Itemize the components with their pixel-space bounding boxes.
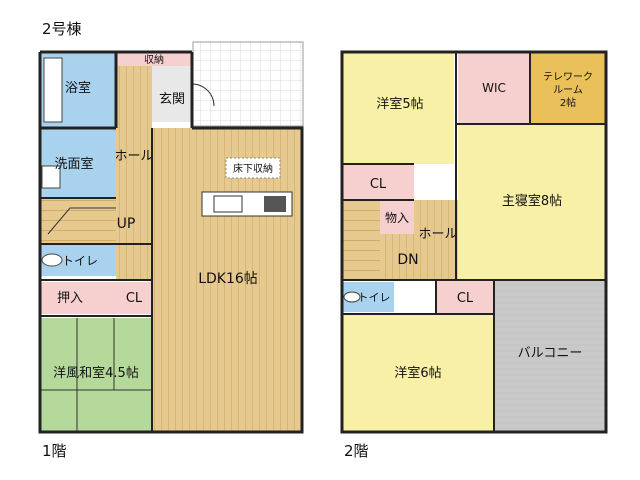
floor2-plan: 洋室5帖 WIC テレワーク ルーム 2帖 CL 主寝室8帖 物入 ホール DN… [340, 50, 608, 460]
room-label-hall-1f-1: ホール [114, 149, 153, 164]
hall-1f [116, 66, 152, 280]
cl-1f [116, 282, 152, 314]
hall-2f-lower [380, 234, 414, 280]
room-label-washroom: 洗面室 [54, 156, 93, 172]
stairs-1f [40, 198, 116, 244]
building-title: 2号棟 [42, 20, 82, 38]
stairs-up-label: UP [117, 216, 136, 232]
toilet-icon-2f [343, 291, 361, 303]
toilet-icon [41, 253, 63, 267]
western-room-5 [342, 52, 454, 164]
room-label-telework-2: ルーム [553, 84, 583, 96]
room-label-western6: 洋室6帖 [394, 365, 441, 381]
room-label-storage-2f: 物入 [385, 211, 409, 225]
room-label-toilet-2f: トイレ [358, 291, 391, 304]
wic [458, 52, 530, 124]
stairs-2f [342, 200, 380, 280]
room-label-western5: 洋室5帖 [376, 96, 423, 112]
room-label-underfloor: 床下収納 [233, 162, 273, 175]
storage-2f [380, 200, 414, 234]
room-label-cl-lower: CL [457, 291, 474, 306]
porch [192, 41, 304, 127]
hall-2f [414, 200, 458, 280]
washitsu [40, 318, 152, 432]
storage-1f [116, 52, 192, 66]
room-label-ldk: LDK16帖 [198, 271, 258, 287]
floor1-plan: 2号棟 浴室 収納 玄関 ホール 洗面室 UP トイレ 押入 CL [38, 20, 304, 460]
room-label-bath: 浴室 [65, 80, 91, 96]
room-label-master: 主寝室8帖 [502, 193, 562, 209]
balcony [494, 280, 606, 432]
room-label-telework-1: テレワーク [543, 71, 593, 83]
room-label-telework-3: 2帖 [560, 96, 576, 109]
room-label-balcony: バルコニー [518, 346, 583, 361]
stove-icon [264, 196, 286, 212]
telework-room [530, 52, 606, 124]
underfloor-storage [225, 157, 281, 179]
room-label-washitsu: 洋風和室4.5帖 [53, 365, 139, 381]
sink-icon [41, 165, 61, 189]
entrance [152, 66, 192, 122]
floor2-label: 2階 [344, 442, 369, 460]
room-label-wic: WIC [482, 81, 506, 95]
room-label-oshiire: 押入 [57, 291, 83, 306]
cl-lower-2f [436, 280, 494, 316]
entrance-door-swing [191, 83, 215, 107]
master-bedroom [458, 124, 606, 280]
cl-upper-2f [342, 164, 414, 200]
bathtub-icon [43, 57, 63, 123]
stairs-arrow [47, 207, 116, 235]
room-label-cl-upper: CL [370, 177, 387, 192]
oshiire [40, 282, 116, 314]
ldk [152, 128, 302, 432]
room-label-cl-1f: CL [126, 291, 143, 306]
kitchen-sink-icon [213, 195, 243, 213]
room-label-storage-1f: 収納 [144, 53, 164, 66]
floor1-label: 1階 [42, 442, 67, 460]
stairs-down-label: DN [397, 252, 418, 268]
exterior-walls-2f [340, 50, 608, 434]
room-label-entrance: 玄関 [159, 92, 185, 107]
room-label-hall-2f: ホール [418, 227, 457, 242]
western-room-6 [342, 314, 494, 432]
room-label-toilet-1f: トイレ [62, 254, 98, 268]
